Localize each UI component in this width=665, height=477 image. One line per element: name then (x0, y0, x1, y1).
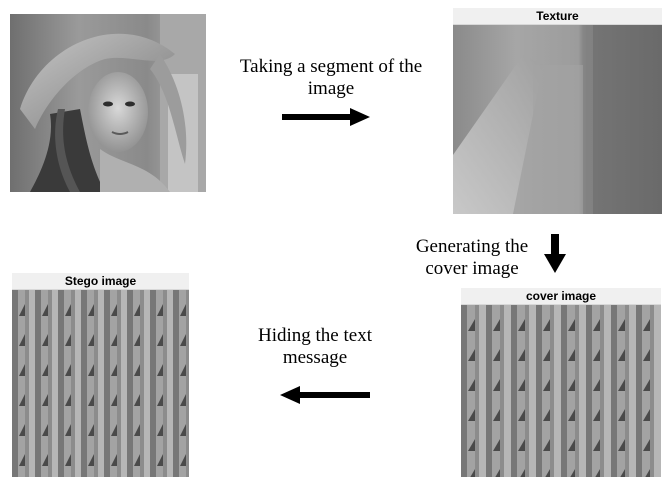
step-segment-caption: Taking a segment of the image (206, 56, 456, 100)
arrow-down-icon (544, 234, 566, 279)
texture-title: Texture (453, 8, 662, 25)
arrow-left-icon (280, 385, 370, 410)
step-hide-line2: message (282, 347, 348, 368)
stego-title: Stego image (12, 273, 189, 290)
texture-panel: Texture (453, 8, 662, 214)
step-segment-line2: image (307, 78, 355, 99)
stego-image (12, 290, 189, 477)
cover-panel: cover image (461, 288, 661, 477)
arrow-right-icon (282, 107, 372, 132)
step-segment-line1: Taking a segment of the (239, 56, 423, 77)
cover-title: cover image (461, 288, 661, 305)
step-generate-line2: cover image (425, 258, 519, 279)
step-generate-caption: Generating the cover image (392, 236, 552, 280)
source-image (10, 14, 206, 192)
stego-panel: Stego image (12, 273, 189, 477)
step-generate-line1: Generating the (415, 236, 529, 257)
step-hide-caption: Hiding the text message (240, 325, 390, 369)
cover-image (461, 305, 661, 477)
step-hide-line1: Hiding the text (258, 325, 372, 346)
texture-image (453, 25, 662, 214)
